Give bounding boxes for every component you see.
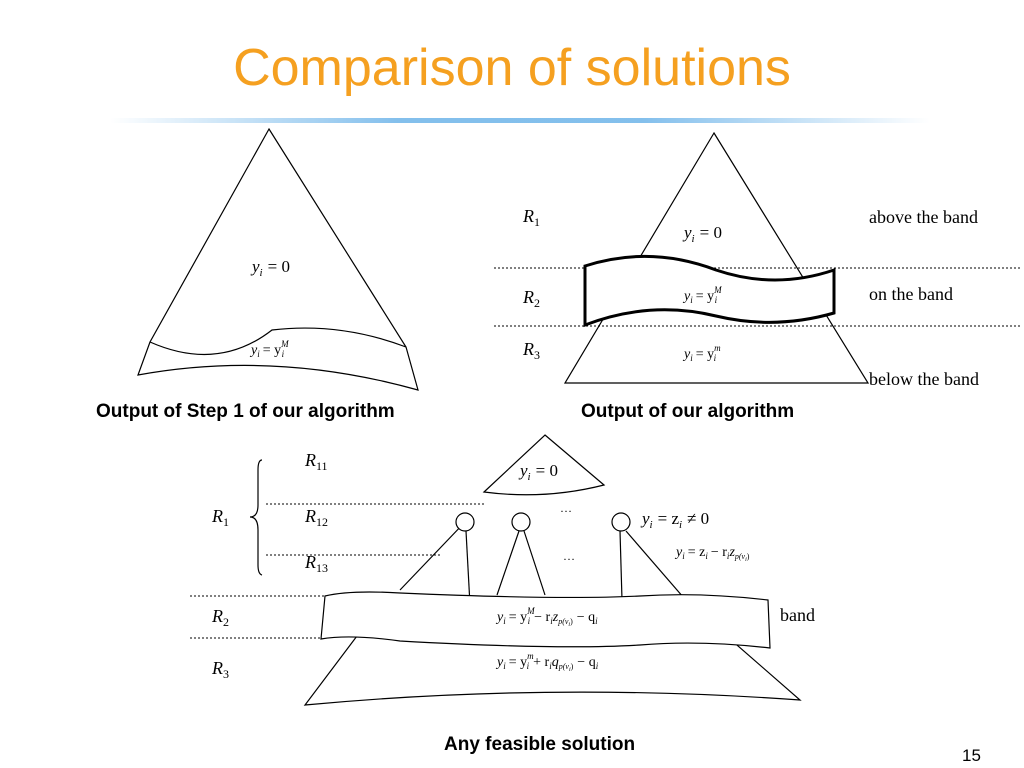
diagram3-band-label: band: [780, 605, 815, 625]
diagram3-region-r1: R1: [211, 506, 229, 529]
diagram3-node: [511, 512, 531, 532]
diagram3-brace: [249, 459, 263, 576]
diagram3-edge: [399, 521, 466, 591]
diagram3-top-equation: yi= 0: [518, 461, 558, 483]
slide-title: Comparison of solutions: [233, 39, 791, 97]
diagram3-edge: [523, 530, 546, 596]
diagram1-top-equation: yi= 0: [250, 257, 290, 279]
diagram3-band: [320, 591, 771, 649]
diagram3-node-equation: yi= zi≠ 0: [640, 509, 709, 531]
side-label-on: on the band: [869, 284, 953, 304]
diagram2-region-label-r2: R2: [522, 287, 540, 310]
diagram3-edge: [625, 530, 691, 606]
diagram3-sub-region-r13: R13: [304, 552, 328, 575]
diagram3-ellipsis: …: [560, 501, 572, 515]
diagram3-edge: [619, 530, 623, 601]
page-number: 15: [962, 746, 981, 765]
diagram3-sub-region-r12: R12: [304, 506, 328, 529]
diagram3-region-r3: R3: [211, 658, 229, 681]
diagram1-shape: [137, 127, 419, 391]
side-label-below: below the band: [869, 369, 979, 389]
diagram2-band: [583, 254, 836, 328]
diagram2-region-label-r3: R3: [522, 339, 540, 362]
diagram3-node: [611, 512, 631, 532]
diagram3-node: [455, 512, 475, 532]
side-label-above: above the band: [869, 207, 978, 227]
diagram3-ellipsis: …: [563, 549, 575, 563]
diagram3-edge: [465, 530, 471, 606]
title-underline: [110, 118, 930, 123]
diagram1-band-top: [149, 327, 407, 356]
diagram2-region-label-r1: R1: [522, 206, 540, 229]
diagram1-tree: [137, 127, 419, 391]
caption-feasible-solution: Any feasible solution: [444, 734, 636, 755]
diagram3-top-triangle: [482, 434, 606, 496]
diagram3-node-equation-2: yi= zi− rizp(vi): [674, 545, 750, 563]
caption-algorithm-output: Output of our algorithm: [581, 401, 795, 422]
diagram3-lower-tree: [303, 631, 802, 706]
diagram3-edge: [496, 530, 520, 596]
caption-step1-output: Output of Step 1 of our algorithm: [96, 401, 395, 422]
diagram3-region-r2: R2: [211, 606, 229, 629]
diagram2-shape: [494, 131, 1022, 384]
diagram3-sub-region-r11: R11: [304, 450, 328, 473]
diagram3-shape: [190, 434, 802, 706]
diagram2-top-equation: yi= 0: [682, 223, 722, 245]
